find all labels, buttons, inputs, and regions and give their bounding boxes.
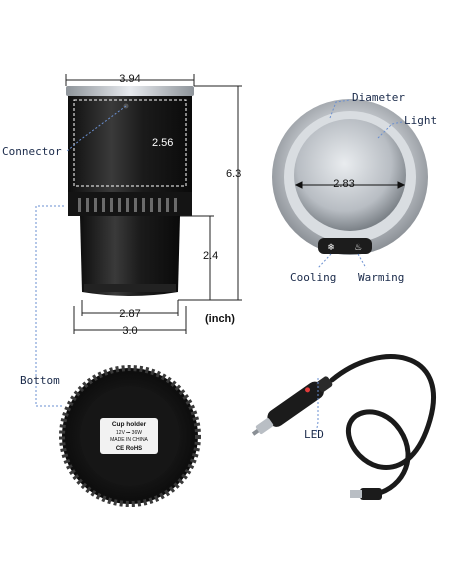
dim-cup-depth: 2.56 (152, 137, 173, 149)
unit-label: (inch) (205, 313, 235, 325)
warming-leader (357, 253, 367, 269)
cord-cable (329, 354, 436, 498)
control-panel (318, 238, 372, 254)
base-ring (84, 284, 176, 292)
dim-diameter: 2.83 (333, 178, 354, 190)
dimension-lines (65, 74, 242, 334)
spec-marks: CE RoHS (116, 446, 142, 452)
spec-title: Cup holder (112, 421, 147, 428)
callout-diameter: Diameter (352, 91, 405, 104)
callout-bottom: Bottom (20, 374, 60, 387)
bottom-view: Cup holder 12V ⎓ 36W MADE IN CHINA CE Ro… (20, 205, 201, 507)
connector-leader (65, 105, 127, 153)
heat-icon: ♨ (354, 243, 362, 253)
lower-body (80, 216, 180, 296)
callout-connector: Connector (2, 145, 62, 158)
led-indicator-icon (305, 387, 311, 393)
diameter-leader (329, 99, 351, 119)
led-leader (315, 378, 319, 435)
dc-connector (350, 488, 382, 500)
upper-body (68, 90, 192, 198)
top-rim (66, 86, 194, 96)
vent-slots (78, 198, 177, 212)
spec-power: 12V ⎓ 36W (116, 430, 142, 436)
dim-lower-height: 2.4 (203, 250, 218, 262)
front-view: 3.94 6.3 2.56 2.4 2.87 3.0 (inch) Connec… (2, 73, 242, 337)
diameter-arrow (294, 181, 406, 189)
power-cord-view: LED (251, 354, 436, 500)
top-view: ❄ ♨ 2.83 Diameter Light Cooling Warming (272, 91, 437, 284)
cooling-leader (317, 253, 332, 269)
bottom-vent-ring (59, 365, 201, 507)
snowflake-icon: ❄ (327, 243, 335, 253)
spec-label (100, 418, 158, 454)
dim-lower-width-inner: 2.87 (119, 308, 140, 320)
bottom-leader (35, 205, 64, 407)
cup-depth-outline (73, 99, 187, 187)
dim-top-width: 3.94 (119, 73, 140, 85)
callout-light: Light (404, 114, 437, 127)
callout-cooling: Cooling (290, 271, 336, 284)
dim-total-height: 6.3 (226, 168, 241, 180)
callout-led: LED (304, 428, 324, 441)
car-plug (251, 376, 333, 436)
inner-cup (294, 119, 406, 231)
callout-warming: Warming (358, 271, 404, 284)
dim-lower-width-outer: 3.0 (122, 325, 137, 337)
spec-origin: MADE IN CHINA (110, 437, 148, 443)
